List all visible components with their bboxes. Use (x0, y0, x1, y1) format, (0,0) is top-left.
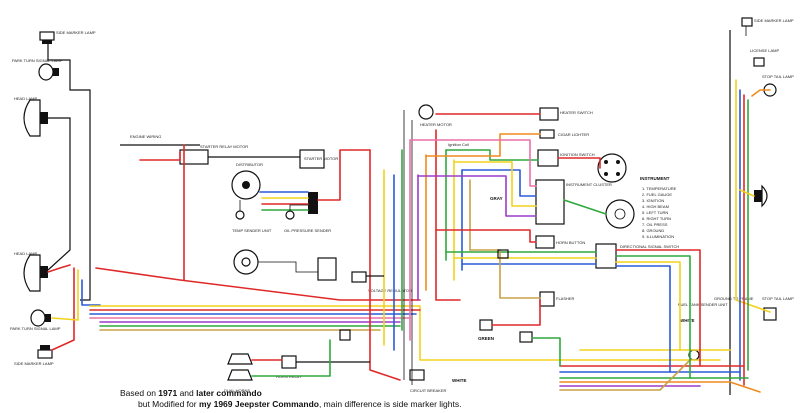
legend-item: 2. FUEL GAUGE (642, 192, 672, 197)
caption-prefix-2: but Modified for (138, 399, 199, 409)
label-head-lamp-top-left: HEAD LAMP (14, 96, 37, 101)
side-marker-lamp-bottom-left: SIDE MARKER LAMP (14, 345, 54, 366)
label-directional-signal-switch: DIRECTIONAL SIGNAL SWITCH (620, 244, 679, 249)
engine-area: ENGINE WIRING STARTER RELAY MOTOR STARTE… (120, 134, 412, 293)
label-circuit-breaker: CIRCUIT BREAKER (410, 388, 446, 393)
instrument-cluster: INSTRUMENT CLUSTER (535, 179, 612, 225)
side-marker-lamp-top-right: SIDE MARKER LAMP (741, 17, 794, 27)
right-harness (729, 26, 771, 395)
left-harness (47, 44, 101, 351)
stop-tail-lamp-bottom-right: STOP TAIL LAMP (762, 296, 794, 321)
rear-lamp-mid-right (754, 184, 768, 208)
legend-item: 3. IGNITION (642, 198, 664, 203)
caption-vehicle: my 1969 Jeepster Commando (198, 399, 319, 409)
label-stop-tail-bottom-right: STOP TAIL LAMP (762, 296, 794, 301)
legend-item: 4. HIGH BEAM (642, 204, 669, 209)
label-voltage-regulator: VOLTAGE REGULATOR (368, 288, 412, 293)
legend-item: 6. RIGHT TURN (642, 216, 671, 221)
label-starter-motor: STARTER MOTOR (304, 156, 338, 161)
legend-item: 9. ILLUMINATION (642, 234, 674, 239)
label-green: GREEN (478, 336, 494, 341)
label-park-turn-top-left: PARK TURN SIGNAL LAMP (12, 58, 63, 63)
label-side-marker-top-left: SIDE MARKER LAMP (56, 30, 96, 35)
circuit-breaker: CIRCUIT BREAKER (409, 369, 446, 393)
voltage-regulator: VOLTAGE REGULATOR (317, 257, 412, 293)
label-white-right: WHITE (680, 318, 695, 323)
label-oil-pressure-sender: OIL PRESSURE SENDER (284, 228, 331, 233)
park-turn-lamp-bottom-left: PARK TURN SIGNAL LAMP (10, 309, 61, 331)
label-dual-horns: DUAL HORNS (224, 388, 250, 393)
starter-motor: STARTER MOTOR (299, 149, 338, 169)
label-side-marker-bottom-left: SIDE MARKER LAMP (14, 361, 54, 366)
connector-block-engine (308, 192, 318, 214)
label-instrument-cluster: INSTRUMENT CLUSTER (566, 182, 612, 187)
heater-switch: HEATER SWITCH (539, 107, 593, 121)
caption-model: later commando (196, 388, 262, 398)
caption-mid: and (177, 388, 197, 398)
flasher: FLASHER (539, 291, 575, 307)
label-side-marker-top-right: SIDE MARKER LAMP (754, 18, 794, 23)
caption-suffix: , main difference is side marker lights. (318, 399, 462, 409)
caption-line-1: Based on 1971 and later commando (120, 388, 262, 399)
temp-sender: TEMP SENDER UNIT (232, 210, 272, 233)
legend-item: 5. LEFT TURN (642, 210, 668, 215)
instrument-connector (605, 199, 635, 229)
cigar-lighter: CIGAR LIGHTER (539, 129, 589, 139)
horn-area: HORN RELAY DUAL HORNS (224, 339, 370, 393)
dash-wires (409, 113, 701, 379)
caption-line-2: but Modified for my 1969 Jeepster Comman… (138, 399, 461, 410)
label-ground-to-frame: GROUND TO FRAME (714, 296, 754, 301)
license-lamp: LICENSE LAMP (750, 48, 779, 67)
distributor: DISTRIBUTOR (231, 162, 263, 200)
alternator (233, 249, 259, 275)
starter-relay: STARTER RELAY MOTOR (179, 144, 248, 165)
label-cigar-lighter: CIGAR LIGHTER (558, 132, 589, 137)
caption-prefix: Based on (120, 388, 159, 398)
fuel-tank-sender: FUEL TANK SENDER UNIT (678, 302, 728, 361)
legend-title: INSTRUMENT (640, 176, 670, 181)
heater-motor: HEATER MOTOR (418, 104, 452, 127)
label-fuel-tank-sender: FUEL TANK SENDER UNIT (678, 302, 728, 307)
right-rear-lamps: SIDE MARKER LAMP LICENSE LAMP STOP TAIL … (678, 17, 794, 361)
label-white-center: WHITE (452, 378, 467, 383)
label-temp-sender: TEMP SENDER UNIT (232, 228, 272, 233)
side-marker-lamp-top-left: SIDE MARKER LAMP (39, 30, 96, 44)
dash-area: HEATER MOTOR HEATER SWITCH CIGAR LIGHTER… (409, 104, 679, 393)
label-gray: GRAY (490, 196, 503, 201)
label-starter-relay: STARTER RELAY MOTOR (200, 144, 248, 149)
label-ignition-switch: IGNITION SWITCH (560, 152, 595, 157)
oil-pressure-sender: OIL PRESSURE SENDER (284, 210, 331, 233)
head-lamp-top-left: HEAD LAMP (14, 96, 48, 137)
label-ignition-note: Ignition Coil (448, 142, 469, 147)
head-lamp-bottom-left: HEAD LAMP (14, 251, 48, 292)
label-park-turn-bottom-left: PARK TURN SIGNAL LAMP (10, 326, 61, 331)
instrument-legend: INSTRUMENT 1. TEMPERATURE 2. FUEL GAUGE … (640, 176, 677, 239)
label-horn-button: HORN BUTTON (556, 240, 585, 245)
caption-year: 1971 (158, 388, 178, 398)
label-distributor: DISTRIBUTOR (236, 162, 263, 167)
dual-horns: DUAL HORNS (224, 353, 253, 393)
horn-button: HORN BUTTON (535, 235, 585, 249)
center-switches (339, 249, 561, 367)
park-turn-lamp-top-left: PARK TURN SIGNAL LAMP (12, 58, 63, 81)
main-harness (89, 267, 761, 393)
legend-item: 1. TEMPERATURE (642, 186, 677, 191)
legend-item: 8. GROUND (642, 228, 664, 233)
label-flasher: FLASHER (556, 296, 575, 301)
legend-item: 7. OIL PRESS (642, 222, 668, 227)
engine-wires (139, 144, 371, 281)
label-license-lamp: LICENSE LAMP (750, 48, 779, 53)
label-head-lamp-bottom-left: HEAD LAMP (14, 251, 37, 256)
central-bundle (369, 110, 471, 385)
wiring-plug-diagram (597, 153, 627, 183)
label-heater-motor: HEATER MOTOR (420, 122, 452, 127)
label-heater-switch: HEATER SWITCH (560, 110, 593, 115)
left-front-lamps: SIDE MARKER LAMP PARK TURN SIGNAL LAMP H… (10, 30, 96, 366)
label-stop-tail-top-right: STOP TAIL LAMP (762, 74, 794, 79)
label-engine-wiring: ENGINE WIRING (130, 134, 161, 139)
stop-tail-lamp-top-right: STOP TAIL LAMP (762, 74, 794, 97)
